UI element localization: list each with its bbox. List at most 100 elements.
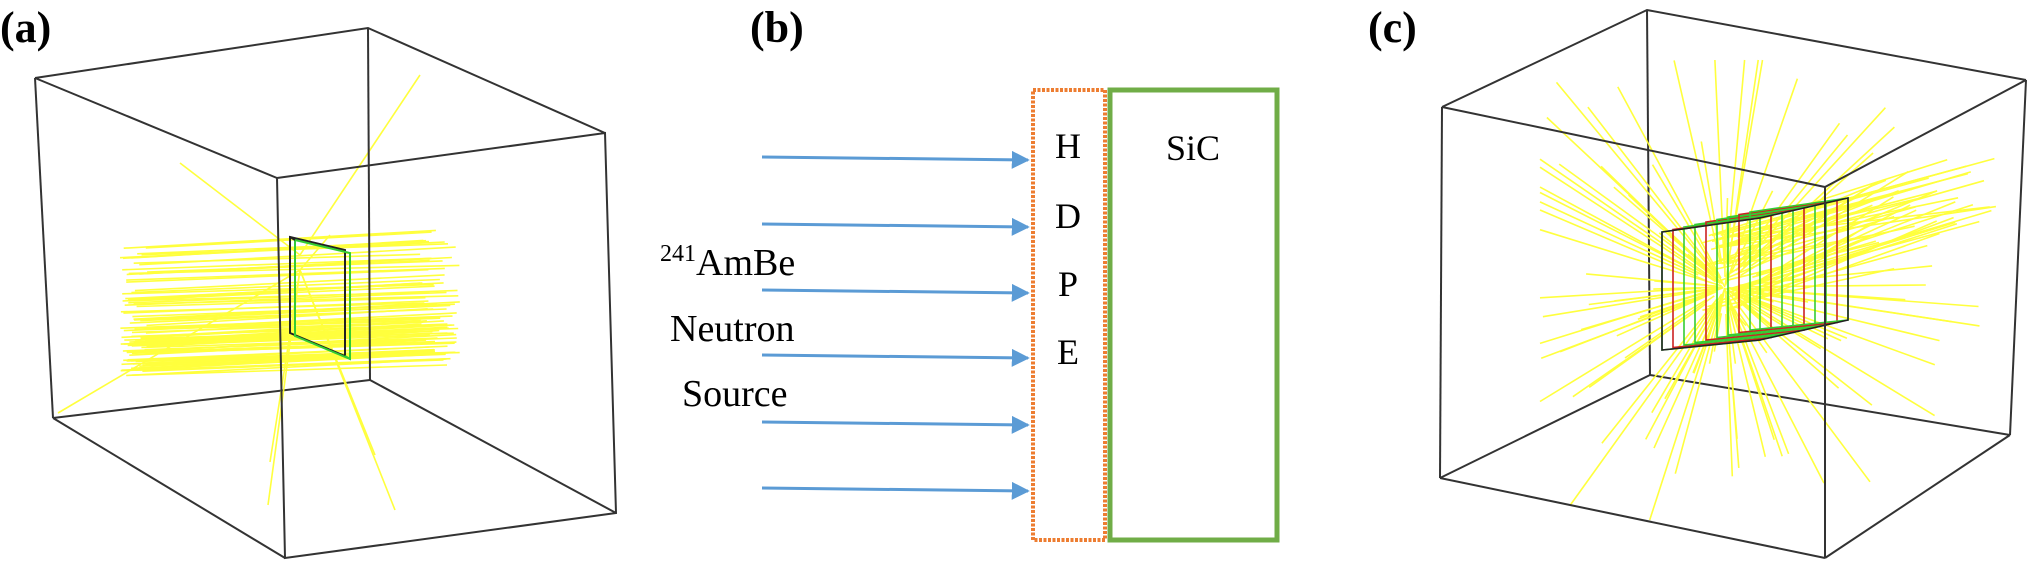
neutron-track	[1616, 291, 1717, 337]
neutron-track	[131, 278, 440, 294]
panel-b-label: (b)	[750, 3, 804, 52]
neutron-track	[1743, 297, 1829, 340]
neutron-track	[1728, 306, 1767, 457]
neutron-track	[1700, 141, 1723, 263]
neutron-track	[1648, 288, 1726, 521]
neutron-track	[1653, 286, 1723, 290]
hdpe-letter-h: H	[1055, 126, 1081, 166]
panel-c-label: (c)	[1368, 3, 1417, 52]
neutron-track	[145, 231, 432, 249]
neutron-track	[1732, 220, 1980, 291]
neutron-track	[1637, 287, 1724, 320]
neutron-track	[1719, 179, 1887, 249]
neutron-track	[1724, 78, 1799, 286]
hdpe-letters: H D P E	[1055, 126, 1081, 372]
neutron-track	[1727, 221, 1956, 294]
source-line-neutron: Neutron	[670, 308, 795, 350]
neutron-track	[125, 282, 444, 300]
panel-a-neutron-tracks	[57, 74, 460, 511]
neutron-track	[1721, 193, 1863, 265]
neutron-track	[1700, 172, 1969, 244]
neutron-track	[123, 300, 429, 314]
detector-outline	[1661, 196, 1849, 351]
neutron-track	[1617, 86, 1722, 279]
neutron-track	[1569, 302, 1716, 506]
neutron-track	[122, 291, 430, 302]
neutron-track	[1738, 317, 1747, 327]
neutron-track	[131, 342, 455, 355]
neutron-track	[1542, 287, 1721, 318]
neutron-track	[1708, 158, 1948, 237]
neutron-track	[1712, 231, 1889, 266]
neutron-track	[124, 330, 426, 341]
neutron-track	[1539, 299, 1706, 403]
neutron-track	[1558, 163, 1708, 272]
panel-c: (c)	[1368, 3, 2027, 559]
scattered-track	[299, 269, 376, 456]
sic-layer	[1107, 87, 1280, 543]
neutron-track	[1673, 60, 1722, 265]
neutron-track	[1745, 295, 1936, 366]
neutron-track	[139, 246, 456, 266]
neutron-track	[1644, 305, 1718, 440]
neutron-arrow-5	[761, 415, 1030, 434]
neutron-track	[123, 332, 434, 345]
svg-text:241AmBe: 241AmBe	[660, 241, 795, 284]
panel-a-label: (a)	[0, 3, 51, 52]
neutron-arrow-2	[761, 217, 1030, 236]
neutron-track	[1539, 228, 1722, 287]
source-line-source: Source	[682, 373, 788, 415]
panel-a-cube-front	[34, 27, 618, 560]
neutron-track	[1729, 223, 1958, 298]
neutron-track	[1750, 284, 1926, 288]
neutron-track	[1539, 289, 1710, 345]
neutron-track	[126, 268, 429, 283]
neutron-track	[1725, 290, 1790, 455]
neutron-track	[1732, 237, 1868, 300]
neutron-track	[1555, 81, 1720, 279]
neutron-track	[1539, 287, 1702, 299]
neutron-track	[123, 317, 440, 332]
neutron-track	[1724, 59, 1759, 285]
neutron-track	[1702, 267, 1895, 311]
neutron-track	[1720, 205, 1997, 249]
source-label: 241AmBe Neutron Source	[660, 241, 795, 415]
neutron-track	[123, 350, 433, 362]
panel-a: (a)	[0, 3, 618, 560]
source-isotope-mass: 241	[660, 241, 696, 267]
neutron-track	[1539, 201, 1699, 276]
neutron-track	[137, 240, 430, 255]
hdpe-letter-e: E	[1057, 332, 1079, 372]
neutron-track	[1736, 299, 1840, 389]
neutron-arrow-6	[761, 481, 1030, 500]
scattered-track	[57, 269, 301, 414]
neutron-track	[1539, 191, 1702, 275]
neutron-track	[135, 359, 444, 371]
neutron-track	[1727, 291, 1871, 483]
neutron-track	[1539, 166, 1717, 283]
neutron-track	[1614, 288, 1707, 302]
hdpe-layer	[1031, 88, 1107, 542]
neutron-track	[1624, 295, 1715, 359]
scattered-track	[299, 234, 331, 271]
neutron-track	[1588, 303, 1706, 389]
panel-a-detector	[289, 235, 351, 361]
neutron-track	[120, 315, 453, 329]
neutron-track	[1601, 298, 1718, 444]
neutron-track	[131, 364, 448, 376]
neutron-track	[122, 257, 431, 271]
neutron-track	[1539, 158, 1721, 285]
neutron-track	[121, 354, 424, 371]
sic-label: SiC	[1166, 128, 1220, 168]
neutron-track	[136, 296, 426, 308]
panel-b: (b) 241AmBe Neutron Source H D P	[660, 3, 1280, 543]
neutron-arrow-3	[761, 283, 1030, 302]
neutron-track	[126, 267, 445, 281]
neutron-track	[1539, 209, 1707, 282]
neutron-track	[1540, 299, 1697, 359]
neutron-track	[134, 304, 451, 321]
neutron-track	[147, 341, 427, 353]
panel-c-neutron-tracks	[1539, 59, 1997, 521]
neutron-arrow-4	[761, 348, 1030, 367]
